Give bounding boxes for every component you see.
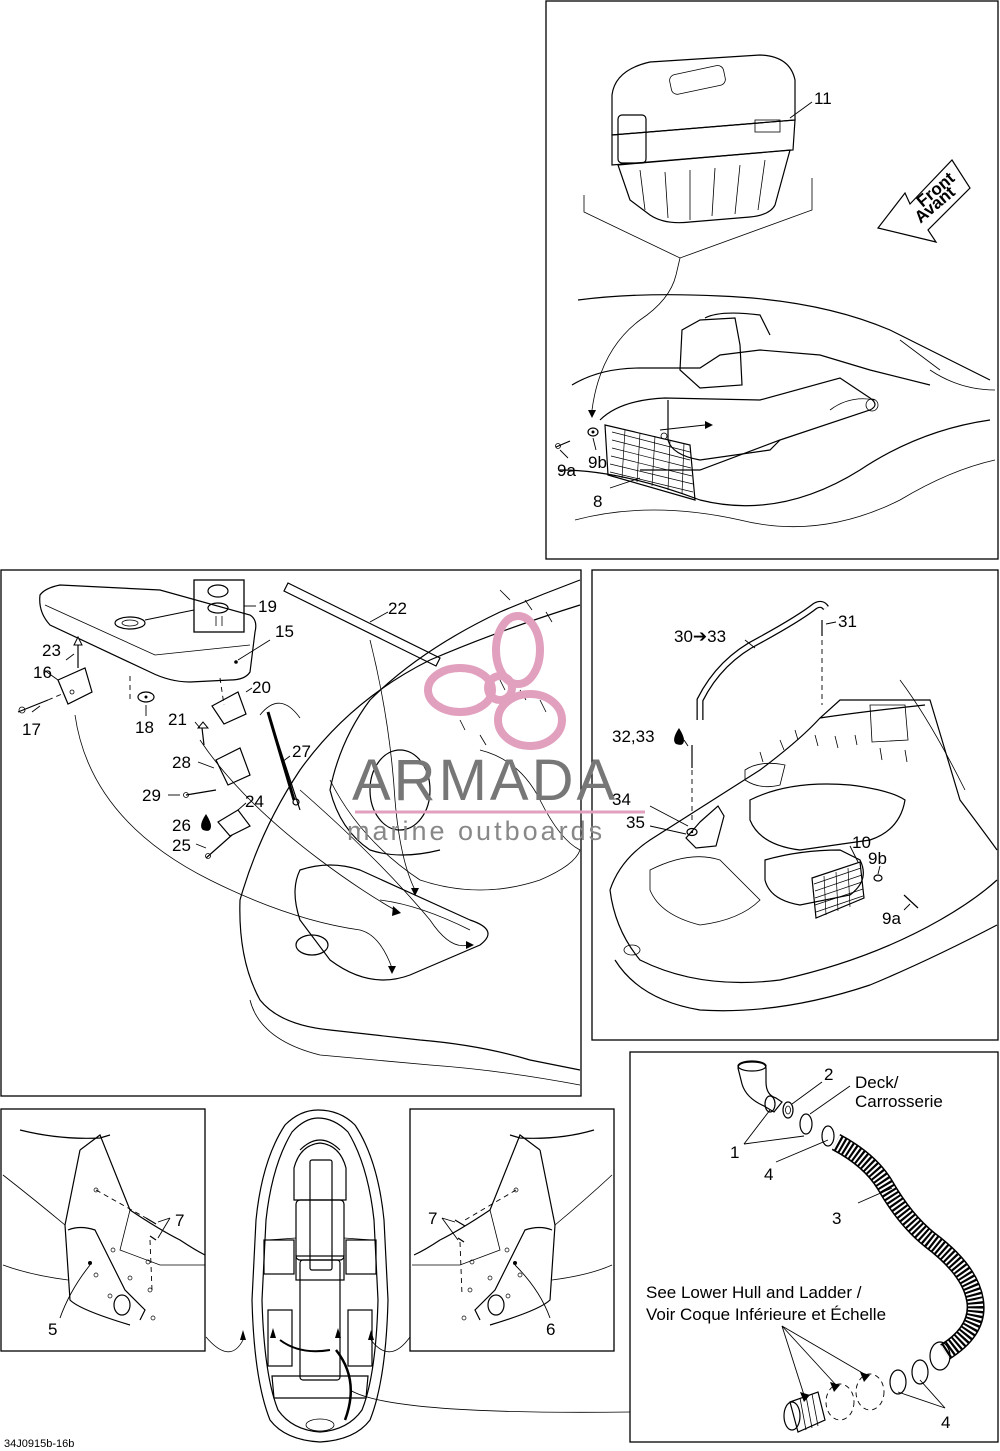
deck-front-storage: [559, 294, 996, 528]
label-6: 6: [546, 1320, 555, 1339]
label-27: 27: [292, 742, 311, 761]
hull-deck-middle: [239, 579, 581, 1086]
label-25: 25: [172, 836, 191, 855]
label-15: 15: [275, 622, 294, 641]
label-7-left: 7: [175, 1211, 184, 1230]
label-32-33: 32,33: [612, 727, 655, 746]
panel-bottom-right-small: 7 6: [409, 1108, 615, 1352]
net-part-8: [604, 421, 713, 501]
label-35: 35: [626, 813, 645, 832]
armada-watermark: ARMADA marine outboards: [347, 612, 645, 846]
label-8: 8: [593, 492, 602, 511]
label-26: 26: [172, 816, 191, 835]
label-30-33: 30➔33: [674, 627, 726, 646]
label-5: 5: [48, 1320, 57, 1339]
panel-bottom-left: 7 5: [0, 1108, 206, 1352]
front-direction-arrow: Front Avant: [876, 159, 971, 243]
label-1: 1: [730, 1143, 739, 1162]
label-11: 11: [814, 89, 832, 108]
label-34: 34: [612, 790, 631, 809]
label-4-bottom: 4: [941, 1413, 950, 1432]
label-9b-top: 9b: [588, 453, 607, 472]
label-29: 29: [142, 786, 161, 805]
watermark-title: ARMADA: [352, 748, 618, 813]
lid-part-15: [39, 584, 271, 683]
label-20: 20: [252, 678, 271, 697]
boat-top-view: [205, 1109, 631, 1443]
label-16: 16: [33, 663, 52, 682]
vent-hose-part-3: [831, 1134, 985, 1371]
label-2: 2: [824, 1065, 833, 1084]
watermark-subtitle: marine outboards: [347, 816, 605, 846]
label-22: 22: [388, 599, 407, 618]
label-17: 17: [22, 720, 41, 739]
panel-top-right: Front Avant 11 9a 9b 8: [545, 0, 999, 560]
panel-middle-right: 30➔33 31 32,33 34 35 10 9b 9a: [591, 569, 999, 1041]
label-28: 28: [172, 753, 191, 772]
label-9a-mid: 9a: [882, 909, 901, 928]
label-31: 31: [838, 612, 857, 631]
deck-note-line2: Carrosserie: [855, 1092, 943, 1111]
panel-bottom-right: 2 Deck/ Carrosserie 1 4 3 See Lower Hull…: [629, 1051, 999, 1443]
sealant-drop-icon: [674, 728, 684, 745]
label-9b-mid: 9b: [868, 849, 887, 868]
label-10: 10: [852, 833, 871, 852]
see-note-line2: Voir Coque Inférieure et Échelle: [646, 1305, 886, 1324]
label-24: 24: [245, 792, 264, 811]
label-21: 21: [168, 710, 187, 729]
label-19: 19: [258, 597, 277, 616]
cooler-part-11: [611, 54, 813, 224]
hull-rear-storage: [609, 679, 998, 1012]
label-23: 23: [42, 641, 61, 660]
label-9a-top: 9a: [557, 461, 576, 480]
reference-code: 34J0915b-16b: [4, 1438, 74, 1450]
net-part-10: [811, 845, 865, 919]
sealant-drop-icon: [201, 814, 211, 831]
panel-middle-left: 19 22 23 15 16 17 18 20 21 27 28 29 24 2…: [0, 569, 582, 1097]
label-3: 3: [832, 1209, 841, 1228]
label-18: 18: [135, 718, 154, 737]
deck-note-line1: Deck/: [855, 1073, 899, 1092]
label-4-top: 4: [764, 1165, 773, 1184]
label-7-right: 7: [428, 1209, 437, 1228]
armada-logo-icon: [424, 612, 566, 750]
see-note-line1: See Lower Hull and Ladder /: [646, 1283, 862, 1302]
